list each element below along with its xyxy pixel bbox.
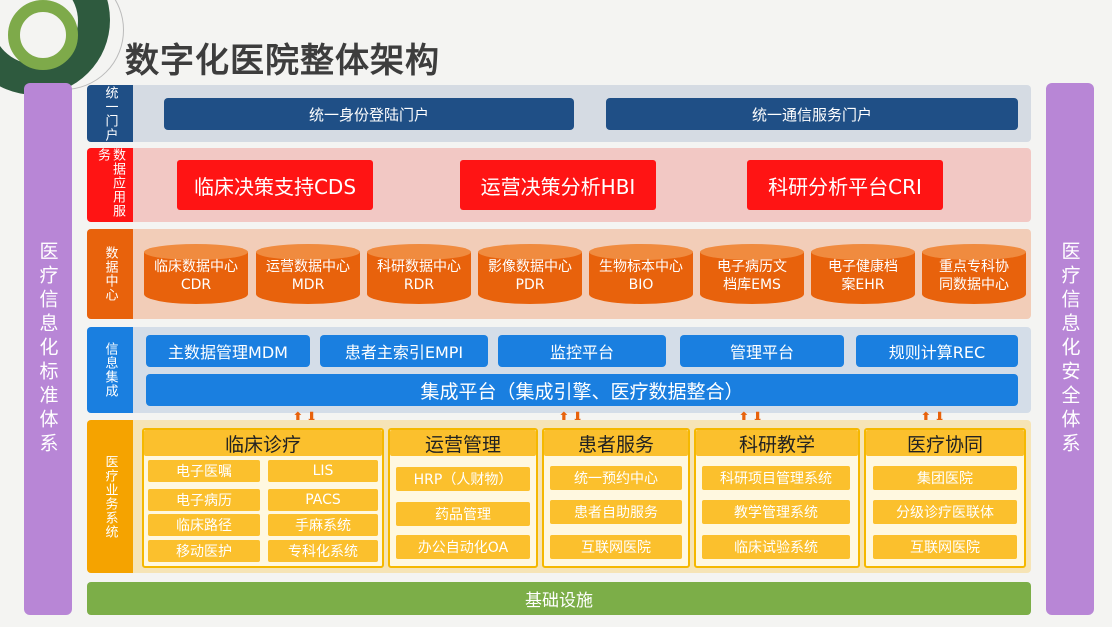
arrow-updown-icon: ⬆⬇ [738, 410, 764, 426]
sso-portal[interactable]: 统一身份登陆门户 [164, 98, 574, 130]
integration-tag-label: 信息集成 [102, 342, 118, 398]
operations-item[interactable]: HRP（人财物） [396, 467, 530, 491]
data-center-label: 临床数据中心 CDR [144, 258, 248, 294]
business-tag: 医疗业务系统 [87, 420, 133, 573]
data-center-label: 影像数据中心 PDR [478, 258, 582, 294]
hbi-button[interactable]: 运营决策分析HBI [460, 160, 656, 210]
data-center-label-line1: 科研数据中心 [377, 259, 461, 275]
data-center-label: 重点专科协同数据中心 [922, 258, 1026, 294]
data-center-label-line2: CDR [180, 277, 212, 293]
data-center-label-line2: MDR [291, 277, 325, 293]
data-app-tag: 数据应用服务 [87, 148, 133, 222]
clinical-title: 临床诊疗 [144, 430, 382, 456]
data-center-label-line2: 案EHR [841, 277, 885, 293]
data-center-label: 运营数据中心 MDR [256, 258, 360, 294]
clinical-item[interactable]: 电子医嘱 [148, 460, 260, 482]
operations-title: 运营管理 [390, 430, 536, 456]
patient-title: 患者服务 [544, 430, 688, 456]
research-item[interactable]: 教学管理系统 [702, 500, 850, 524]
arrow-updown-icon: ⬆⬇ [558, 410, 584, 426]
security-sidebar-label: 医疗信息化安全体系 [1058, 241, 1081, 457]
data-app-tag-label: 数据应用服务 [95, 148, 125, 218]
clinical-item[interactable]: 手麻系统 [268, 514, 378, 536]
clinical-item[interactable]: LIS [268, 460, 378, 482]
infrastructure-bar[interactable]: 基础设施 [87, 582, 1031, 615]
data-center-cylinder[interactable]: 科研数据中心 RDR [367, 244, 471, 308]
clinical-item[interactable]: 电子病历 [148, 489, 260, 511]
mdm-button[interactable]: 主数据管理MDM [146, 335, 310, 367]
data-center-cylinder[interactable]: 重点专科协同数据中心 [922, 244, 1026, 308]
data-center-cylinder[interactable]: 电子病历文档库EMS [700, 244, 804, 308]
portal-tag: 统一门户 [87, 85, 133, 142]
page-title: 数字化医院整体架构 [125, 41, 440, 81]
decor-ring-green [8, 0, 78, 70]
business-tag-label: 医疗业务系统 [102, 454, 118, 539]
data-center-cylinder[interactable]: 临床数据中心 CDR [144, 244, 248, 308]
patient-item[interactable]: 统一预约中心 [550, 466, 682, 490]
data-center-label: 科研数据中心 RDR [367, 258, 471, 294]
integration-platform[interactable]: 集成平台（集成引擎、医疗数据整合） [146, 374, 1018, 406]
data-center-label-line1: 电子健康档 [828, 259, 898, 275]
data-center-label-line2: PDR [515, 277, 545, 293]
portal-tag-label: 统一门户 [102, 85, 118, 142]
patient-item[interactable]: 患者自助服务 [550, 500, 682, 524]
collab-item[interactable]: 集团医院 [873, 466, 1017, 490]
manage-platform-button[interactable]: 管理平台 [680, 335, 844, 367]
clinical-item[interactable]: 移动医护 [148, 540, 260, 562]
clinical-item[interactable]: 临床路径 [148, 514, 260, 536]
data-center-label-line2: RDR [403, 277, 435, 293]
standards-sidebar-label: 医疗信息化标准体系 [36, 241, 59, 457]
data-center-label: 生物标本中心 BIO [589, 258, 693, 294]
data-center-label: 电子病历文档库EMS [700, 258, 804, 294]
operations-item[interactable]: 办公自动化OA [396, 535, 530, 559]
research-title: 科研教学 [696, 430, 858, 456]
patient-item[interactable]: 互联网医院 [550, 535, 682, 559]
operations-item[interactable]: 药品管理 [396, 502, 530, 526]
empi-button[interactable]: 患者主索引EMPI [320, 335, 488, 367]
data-center-cylinder[interactable]: 生物标本中心 BIO [589, 244, 693, 308]
data-center-label-line1: 重点专科协 [939, 259, 1009, 275]
data-center-label-line1: 运营数据中心 [266, 259, 350, 275]
data-center-label: 电子健康档案EHR [811, 258, 915, 294]
rule-engine-button[interactable]: 规则计算REC [856, 335, 1018, 367]
standards-sidebar: 医疗信息化标准体系 [24, 83, 72, 615]
collab-title: 医疗协同 [866, 430, 1024, 456]
data-center-label-line1: 电子病历文 [717, 259, 787, 275]
data-center-label-line2: 档库EMS [723, 277, 781, 293]
collab-item[interactable]: 互联网医院 [873, 535, 1017, 559]
data-center-cylinder[interactable]: 电子健康档案EHR [811, 244, 915, 308]
data-center-tag: 数据中心 [87, 229, 133, 319]
clinical-item[interactable]: PACS [268, 489, 378, 511]
arrow-updown-icon: ⬆⬇ [920, 410, 946, 426]
data-center-cylinder[interactable]: 运营数据中心 MDR [256, 244, 360, 308]
integration-tag: 信息集成 [87, 327, 133, 413]
monitor-platform-button[interactable]: 监控平台 [498, 335, 666, 367]
data-center-label-line2: 同数据中心 [939, 277, 1009, 293]
data-center-label-line2: BIO [628, 277, 654, 293]
cds-button[interactable]: 临床决策支持CDS [177, 160, 373, 210]
comm-portal[interactable]: 统一通信服务门户 [606, 98, 1018, 130]
cri-button[interactable]: 科研分析平台CRI [747, 160, 943, 210]
security-sidebar: 医疗信息化安全体系 [1046, 83, 1094, 615]
research-item[interactable]: 临床试验系统 [702, 535, 850, 559]
data-center-label-line1: 临床数据中心 [154, 259, 238, 275]
data-center-label-line1: 影像数据中心 [488, 259, 572, 275]
clinical-item[interactable]: 专科化系统 [268, 540, 378, 562]
research-item[interactable]: 科研项目管理系统 [702, 466, 850, 490]
data-center-cylinder[interactable]: 影像数据中心 PDR [478, 244, 582, 308]
collab-item[interactable]: 分级诊疗医联体 [873, 500, 1017, 524]
arrow-updown-icon: ⬆⬇ [292, 410, 318, 426]
data-center-tag-label: 数据中心 [102, 246, 118, 302]
data-center-label-line1: 生物标本中心 [599, 259, 683, 275]
